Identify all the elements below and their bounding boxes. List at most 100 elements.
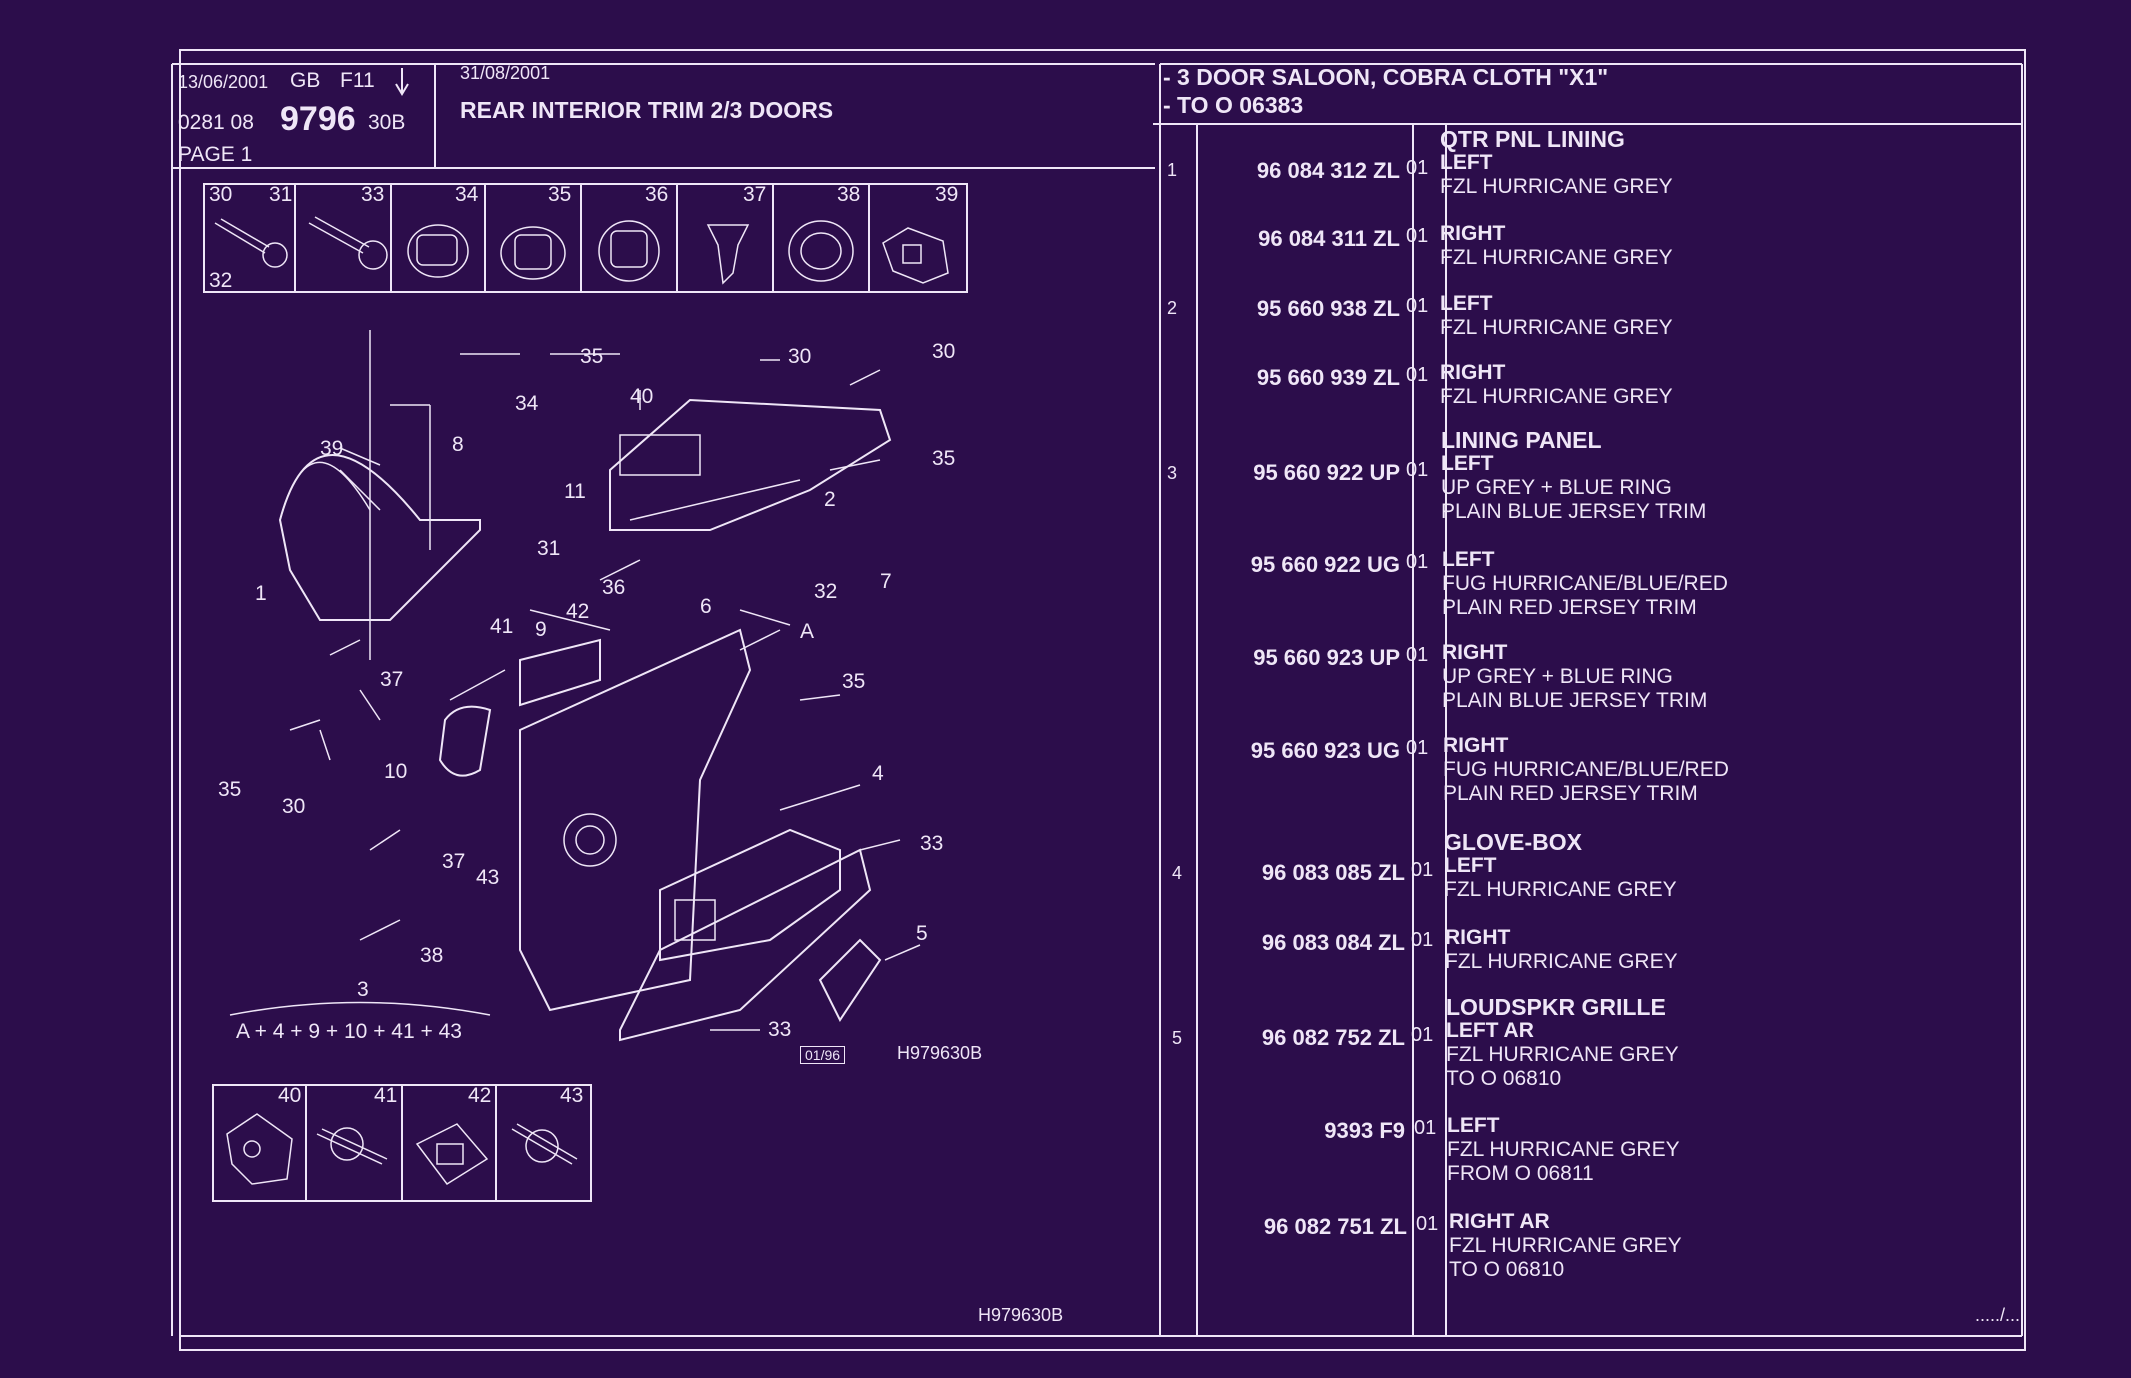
part-side: LEFT xyxy=(1442,548,1495,571)
header-ref-main: 9796 xyxy=(280,100,356,138)
callout-label: 32 xyxy=(814,580,838,603)
part-detail: FZL HURRICANE GREY xyxy=(1449,1234,1682,1257)
part-quantity: 01 xyxy=(1411,859,1434,881)
part-number: 95 660 923 UG xyxy=(1250,738,1400,763)
part-number: 96 082 752 ZL xyxy=(1261,1025,1405,1050)
part-detail: FZL HURRICANE GREY xyxy=(1440,385,1673,408)
part-number: 95 660 938 ZL xyxy=(1256,296,1400,321)
part-index: 5 xyxy=(1172,1028,1183,1048)
header-date-2: 31/08/2001 xyxy=(460,63,551,83)
header-ref-suffix: 30B xyxy=(368,111,406,134)
part-side: RIGHT xyxy=(1445,926,1511,949)
callout-label: 11 xyxy=(564,480,586,503)
part-detail: PLAIN RED JERSEY TRIM xyxy=(1442,596,1697,619)
callout-label: 35 xyxy=(932,447,956,470)
part-description: LINING PANEL LEFT UP GREY + BLUE RING PL… xyxy=(1441,428,1706,524)
part-number: 95 660 923 UP xyxy=(1253,645,1400,670)
part-quantity: 01 xyxy=(1406,737,1429,759)
callout-label: 4 xyxy=(872,762,884,785)
part-side: LEFT xyxy=(1440,151,1493,174)
header-date: 13/06/2001 xyxy=(178,72,269,92)
callout-label: 41 xyxy=(490,615,514,638)
callout-label: 1 xyxy=(255,582,267,605)
part-quantity: 01 xyxy=(1406,459,1429,481)
part-heading: LOUDSPKR GRILLE xyxy=(1446,994,1666,1020)
part-description: QTR PNL LINING LEFT FZL HURRICANE GREY xyxy=(1440,127,1673,199)
callout-label: 43 xyxy=(476,866,500,889)
part-detail: FZL HURRICANE GREY xyxy=(1447,1138,1680,1161)
part-quantity: 01 xyxy=(1416,1213,1439,1235)
part-detail: TO O 06810 xyxy=(1446,1067,1562,1090)
fastener-label: 34 xyxy=(455,183,479,206)
fastener-strip-top-grid xyxy=(203,183,968,293)
fastener-label: 40 xyxy=(278,1084,302,1107)
part-index: 1 xyxy=(1167,160,1178,180)
part-1-shape xyxy=(278,454,481,621)
part-description: RIGHT FZL HURRICANE GREY xyxy=(1445,926,1678,974)
part-number: 96 084 312 ZL xyxy=(1256,158,1400,183)
part-description: RIGHT FZL HURRICANE GREY xyxy=(1440,222,1673,270)
part-10-shape xyxy=(438,705,492,777)
part-detail: TO O 06810 xyxy=(1449,1258,1565,1281)
part-number: 95 660 922 UG xyxy=(1250,552,1400,577)
part-side: RIGHT xyxy=(1440,361,1506,384)
fastener-strip-top: 30 31 33 34 35 36 37 38 39 32 xyxy=(203,183,968,293)
part-number: 9393 F9 xyxy=(1324,1118,1405,1143)
revision-stamp: 01/96 xyxy=(800,1046,846,1064)
page-title: REAR INTERIOR TRIM 2/3 DOORS xyxy=(460,97,834,123)
part-description: RIGHT FUG HURRICANE/BLUE/RED PLAIN RED J… xyxy=(1443,734,1729,806)
part-detail: PLAIN BLUE JERSEY TRIM xyxy=(1442,689,1708,712)
part-side: LEFT xyxy=(1447,1114,1500,1137)
callout-label: 35 xyxy=(580,345,604,368)
model-line-2: - TO O 06383 xyxy=(1163,92,1304,118)
part-9-shape xyxy=(519,638,601,707)
part-description: LOUDSPKR GRILLE LEFT AR FZL HURRICANE GR… xyxy=(1446,995,1679,1091)
part-4-shape xyxy=(659,828,841,962)
part-3-shape xyxy=(519,628,752,1012)
part-side: LEFT xyxy=(1441,452,1494,475)
part-quantity: 01 xyxy=(1406,644,1429,666)
fastener-strip-bottom-grid xyxy=(212,1084,592,1202)
callout-label: 33 xyxy=(920,832,944,855)
part-quantity: 01 xyxy=(1411,1024,1434,1046)
callout-label: 31 xyxy=(537,537,561,560)
diagram-ref: H979630B xyxy=(897,1043,983,1063)
part-number: 95 660 922 UP xyxy=(1253,460,1400,485)
part-quantity: 01 xyxy=(1414,1117,1437,1139)
callout-label: 8 xyxy=(452,433,464,456)
continuation-marker: ...../... xyxy=(1975,1305,2021,1325)
fastener-label: 41 xyxy=(374,1084,398,1107)
callout-label: 30 xyxy=(788,345,812,368)
fastener-label: 33 xyxy=(361,183,385,206)
header-page: PAGE 1 xyxy=(178,143,253,166)
part-quantity: 01 xyxy=(1406,295,1429,317)
callout-label: 37 xyxy=(442,850,466,873)
callout-label: 38 xyxy=(420,944,444,967)
part-description: GLOVE-BOX LEFT FZL HURRICANE GREY xyxy=(1444,830,1677,902)
callout-label: A xyxy=(800,620,815,643)
callout-label: 3 xyxy=(357,978,369,1001)
header-ref-prefix: 0281 08 xyxy=(178,111,254,134)
part-side: RIGHT xyxy=(1443,734,1509,757)
fastener-label: 35 xyxy=(548,183,572,206)
callout-label: 36 xyxy=(602,576,626,599)
callout-label: 33 xyxy=(768,1018,792,1041)
part-detail: FZL HURRICANE GREY xyxy=(1446,1043,1679,1066)
part-side: RIGHT xyxy=(1442,641,1508,664)
part-heading: QTR PNL LINING xyxy=(1440,126,1625,152)
fastener-sub-label: 32 xyxy=(209,269,233,292)
part-detail: FZL HURRICANE GREY xyxy=(1445,950,1678,973)
part-number: 96 083 085 ZL xyxy=(1261,860,1405,885)
part-detail: PLAIN RED JERSEY TRIM xyxy=(1443,782,1698,805)
part-detail: FZL HURRICANE GREY xyxy=(1440,316,1673,339)
callout-label: 5 xyxy=(916,922,928,945)
part-description: LEFT FUG HURRICANE/BLUE/RED PLAIN RED JE… xyxy=(1442,548,1728,620)
part-number: 96 082 751 ZL xyxy=(1263,1214,1407,1239)
callout-label: 35 xyxy=(842,670,866,693)
callout-label: 35 xyxy=(218,778,242,801)
part-quantity: 01 xyxy=(1406,364,1429,386)
header-language: GB xyxy=(290,69,321,92)
callout-label: 37 xyxy=(380,668,404,691)
callout-label: 39 xyxy=(320,437,344,460)
